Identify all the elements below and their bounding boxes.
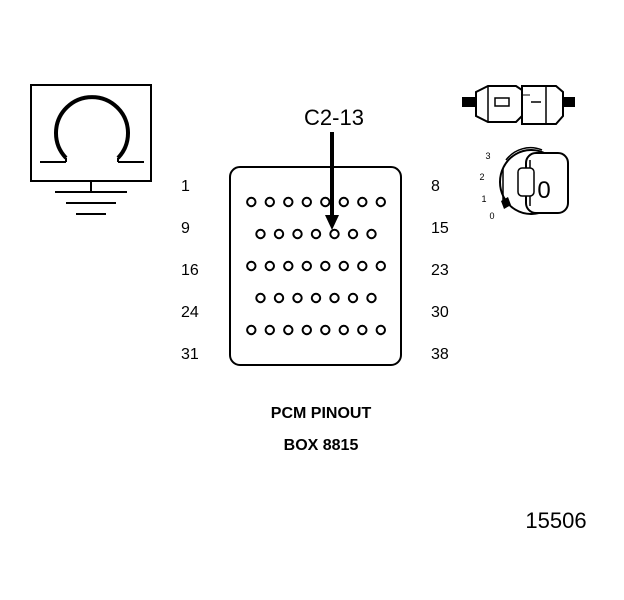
- pin: [264, 260, 275, 272]
- pin: [310, 292, 322, 304]
- pin-label-left: 9: [181, 220, 190, 237]
- pin: [301, 196, 312, 208]
- pin: [357, 196, 368, 208]
- pin-label-left: 1: [181, 178, 190, 195]
- pin-highlighted: [329, 228, 340, 240]
- pin: [329, 292, 340, 304]
- pin: [366, 228, 377, 240]
- pin: [301, 324, 312, 336]
- pin: [375, 260, 386, 272]
- connector-plug-icon: [462, 85, 575, 125]
- pin: [375, 324, 386, 336]
- pin-label-left: 16: [181, 262, 199, 279]
- key-position-2: 2: [479, 172, 484, 182]
- key-position-label: 0: [537, 177, 550, 204]
- caption-box-number: BOX 8815: [284, 437, 359, 454]
- pin: [255, 228, 266, 240]
- pin: [338, 324, 349, 336]
- pin-label-right: 15: [431, 220, 449, 237]
- pin: [357, 260, 368, 272]
- callout-label: C2-13: [304, 105, 364, 130]
- pin: [320, 324, 331, 336]
- pin: [292, 228, 303, 240]
- ignition-key-icon: 0 3 2 1 0: [479, 146, 569, 221]
- pin: [375, 196, 386, 208]
- pin-label-right: 38: [431, 346, 449, 363]
- pin: [283, 324, 294, 336]
- pin: [283, 260, 294, 272]
- pin-label-right: 30: [431, 304, 449, 321]
- pin: [357, 324, 368, 336]
- pin: [320, 260, 331, 272]
- pin: [310, 228, 322, 240]
- pin: [366, 292, 377, 304]
- key-position-3: 3: [485, 151, 490, 161]
- pin: [283, 196, 294, 208]
- key-position-0: 0: [489, 211, 494, 221]
- pin-label-right: 23: [431, 262, 449, 279]
- pin: [246, 260, 257, 272]
- pin-label-left: 24: [181, 304, 199, 321]
- pin: [264, 324, 275, 336]
- pin: [273, 228, 285, 240]
- pin: [246, 196, 257, 208]
- key-position-1: 1: [481, 194, 486, 204]
- pin: [273, 292, 285, 304]
- pin: [347, 228, 359, 240]
- pin: [292, 292, 303, 304]
- pin: [347, 292, 359, 304]
- callout-arrow: [325, 132, 339, 230]
- pin-label-right: 8: [431, 178, 440, 195]
- pin: [320, 196, 331, 208]
- ground-symbol-icon: [30, 84, 152, 215]
- pin: [255, 292, 266, 304]
- connector-pins: [246, 196, 386, 336]
- pin: [338, 196, 349, 208]
- pin: [338, 260, 349, 272]
- connector-housing: [229, 166, 402, 366]
- figure-number: 15506: [525, 508, 586, 533]
- pin: [301, 260, 312, 272]
- pin: [246, 324, 257, 336]
- pin-label-left: 31: [181, 346, 199, 363]
- caption-title: PCM PINOUT: [271, 405, 372, 422]
- pin: [264, 196, 275, 208]
